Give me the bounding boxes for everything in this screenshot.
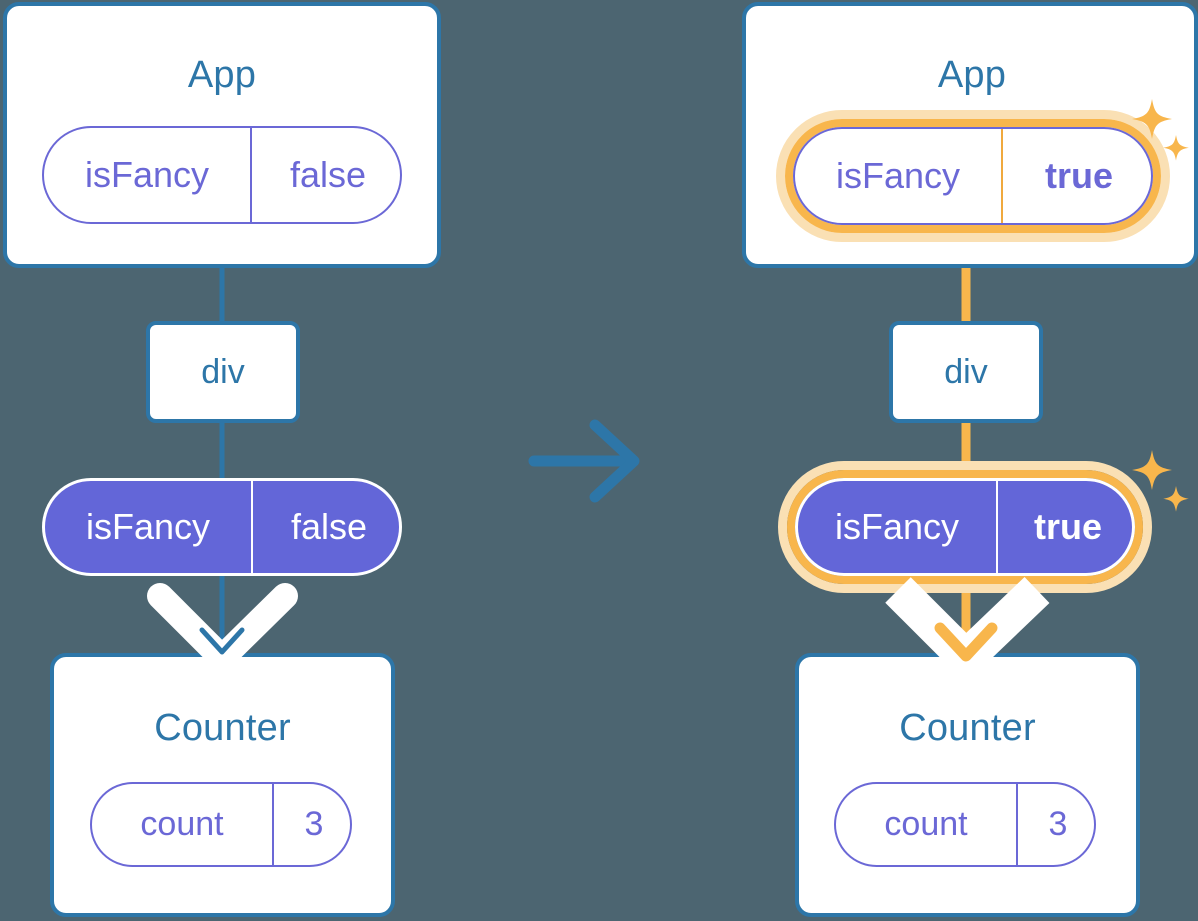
counter-state-pill-before: count 3 — [90, 782, 352, 867]
app-state-pill-after: isFancy true — [793, 127, 1153, 225]
div-node-label-after: div — [944, 352, 988, 391]
app-state-pill-value-after: true — [1001, 129, 1155, 223]
prop-pill-name-before: isFancy — [85, 506, 211, 547]
counter-card-before: Counter — [50, 653, 395, 917]
div-node-after: div — [889, 321, 1043, 423]
counter-state-pill-after: count 3 — [834, 782, 1096, 867]
counter-title-after: Counter — [899, 707, 1036, 749]
transition-arrow — [528, 419, 640, 503]
app-title-after: App — [937, 54, 1007, 96]
prop-pill-value-after: true — [996, 481, 1138, 573]
arrow-head-counter-left — [199, 627, 245, 655]
prop-pill-name-after: isFancy — [834, 506, 960, 547]
div-node-label-before: div — [201, 352, 245, 391]
counter-state-pill-name-after: count — [884, 805, 968, 843]
counter-state-pill-name-before: count — [140, 805, 224, 843]
app-title-before: App — [187, 54, 257, 96]
app-state-pill-value-before: false — [250, 128, 404, 222]
prop-pill-value-before: false — [251, 481, 405, 573]
app-state-pill-before: isFancy false — [42, 126, 402, 224]
app-state-pill-name-before: isFancy — [84, 154, 210, 195]
prop-pill-before: isFancy false — [42, 478, 402, 576]
arrow-wings-left — [147, 583, 298, 671]
counter-title-before: Counter — [154, 707, 291, 749]
arrow-head-counter-right — [934, 622, 998, 662]
counter-state-pill-value-before: 3 — [272, 784, 354, 865]
app-state-pill-name-after: isFancy — [835, 155, 961, 196]
prop-pill-after: isFancy true — [795, 478, 1135, 576]
counter-state-pill-value-after: 3 — [1016, 784, 1098, 865]
div-node-before: div — [146, 321, 300, 423]
